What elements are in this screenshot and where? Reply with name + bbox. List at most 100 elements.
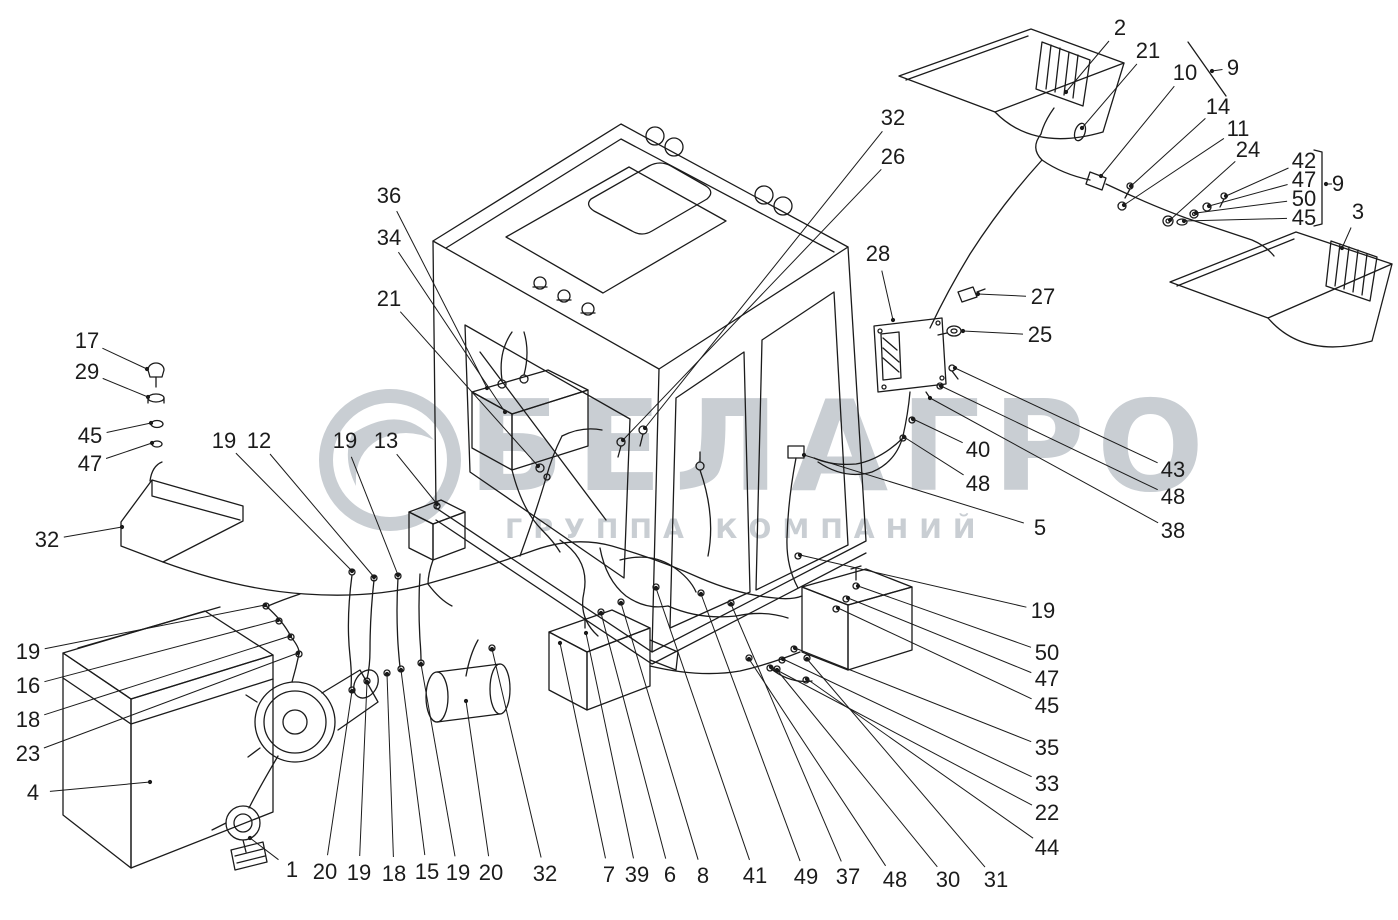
callout-10: 10 bbox=[1172, 60, 1198, 85]
leader-dot-19 bbox=[395, 572, 401, 578]
leader-line-29 bbox=[102, 377, 149, 398]
callout-45: 45 bbox=[1034, 693, 1060, 718]
callout-30: 30 bbox=[935, 867, 961, 892]
leader-dot-12 bbox=[371, 574, 377, 580]
leader-line-6 bbox=[600, 612, 667, 859]
leader-dot-24 bbox=[1167, 217, 1173, 223]
leader-dot-18 bbox=[287, 633, 293, 639]
leader-line-34 bbox=[397, 251, 506, 413]
callout-4: 4 bbox=[26, 780, 40, 805]
leader-dot-4 bbox=[147, 779, 153, 785]
callout-28: 28 bbox=[865, 241, 891, 266]
leader-dot-35 bbox=[792, 645, 798, 651]
leader-dot-39 bbox=[583, 630, 589, 636]
callout-45: 45 bbox=[1291, 205, 1317, 230]
leader-dot-20 bbox=[463, 698, 469, 704]
leader-line-39 bbox=[585, 632, 634, 859]
leader-line-50 bbox=[857, 585, 1032, 648]
callout-5: 5 bbox=[1033, 515, 1047, 540]
leader-line-49 bbox=[700, 593, 801, 862]
leader-dot-41 bbox=[653, 585, 659, 591]
callout-31: 31 bbox=[983, 867, 1009, 892]
callout-27: 27 bbox=[1030, 284, 1056, 309]
leader-line-48 bbox=[940, 385, 1158, 491]
leader-line-35 bbox=[794, 647, 1032, 743]
callout-43: 43 bbox=[1160, 457, 1186, 482]
leader-line-32 bbox=[63, 526, 123, 538]
leader-dot-34 bbox=[502, 409, 508, 415]
callout-16: 16 bbox=[15, 673, 41, 698]
callout-38: 38 bbox=[1160, 518, 1186, 543]
leader-line-42 bbox=[1225, 167, 1289, 197]
callout-19: 19 bbox=[346, 860, 372, 885]
lamp-assembly-2 bbox=[898, 28, 1125, 142]
callout-49: 49 bbox=[793, 864, 819, 889]
leader-dot-48 bbox=[746, 656, 752, 662]
callout-9: 9 bbox=[1226, 55, 1240, 80]
leader-line-19 bbox=[44, 604, 266, 650]
leader-line-18 bbox=[386, 673, 394, 858]
leader-dot-42 bbox=[1223, 193, 1229, 199]
leader-line-47 bbox=[847, 597, 1032, 674]
leader-dot-29 bbox=[145, 394, 151, 400]
leader-dot-11 bbox=[1121, 202, 1127, 208]
leader-line-50 bbox=[1195, 200, 1288, 214]
leader-dot-45 bbox=[835, 605, 841, 611]
leader-line-24 bbox=[1169, 161, 1236, 221]
leader-dot-16 bbox=[275, 617, 281, 623]
leader-dot-19 bbox=[364, 679, 370, 685]
leader-dot-32 bbox=[642, 425, 648, 431]
callout-19: 19 bbox=[15, 639, 41, 664]
leader-dot-10 bbox=[1098, 173, 1104, 179]
leader-line-23 bbox=[43, 652, 299, 749]
leader-line-31 bbox=[806, 658, 986, 868]
callout-17: 17 bbox=[74, 328, 100, 353]
leader-dot-47 bbox=[149, 440, 155, 446]
leader-dot-32 bbox=[119, 524, 125, 530]
callout-48: 48 bbox=[965, 471, 991, 496]
callout-15: 15 bbox=[414, 859, 440, 884]
leader-line-10 bbox=[1100, 85, 1175, 177]
callout-24: 24 bbox=[1235, 137, 1261, 162]
cab bbox=[432, 123, 867, 665]
leader-dot-23 bbox=[295, 650, 301, 656]
leader-dot-1 bbox=[247, 835, 253, 841]
leader-dot-30 bbox=[774, 667, 780, 673]
right-box bbox=[766, 565, 913, 684]
callout-1: 1 bbox=[285, 857, 299, 882]
leader-dot-48 bbox=[938, 383, 944, 389]
relay-box bbox=[471, 331, 589, 553]
leader-dot-47 bbox=[845, 595, 851, 601]
leader-line-36 bbox=[396, 210, 488, 389]
callout-21: 21 bbox=[1135, 38, 1161, 63]
leader-line-18 bbox=[44, 635, 291, 716]
leader-dot-17 bbox=[144, 366, 150, 372]
leader-line-27 bbox=[977, 293, 1027, 297]
leader-dot-50 bbox=[1193, 210, 1199, 216]
callout-42: 42 bbox=[1291, 148, 1317, 173]
callout-47: 47 bbox=[1034, 666, 1060, 691]
leader-line-7 bbox=[559, 642, 606, 859]
callout-19: 19 bbox=[332, 428, 358, 453]
leader-dot-28 bbox=[890, 317, 896, 323]
leader-line-20 bbox=[465, 700, 490, 857]
callout-14: 14 bbox=[1205, 94, 1231, 119]
leader-dot-33 bbox=[780, 656, 786, 662]
leader-line-26 bbox=[622, 168, 882, 441]
leader-dot-5 bbox=[801, 452, 807, 458]
leader-dot-48 bbox=[901, 434, 907, 440]
leader-line-5 bbox=[803, 454, 1024, 524]
callout-40: 40 bbox=[965, 437, 991, 462]
leader-line-22 bbox=[770, 666, 1033, 806]
leader-line-38 bbox=[929, 397, 1159, 524]
callout-41: 41 bbox=[742, 863, 768, 888]
leader-dot-2 bbox=[1063, 89, 1069, 95]
leader-line-41 bbox=[655, 587, 750, 861]
leader-line-25 bbox=[962, 330, 1024, 335]
leader-dot-44 bbox=[804, 676, 810, 682]
leader-line-45 bbox=[837, 607, 1032, 700]
leader-line-44 bbox=[806, 678, 1034, 839]
leader-line-48 bbox=[748, 658, 887, 867]
